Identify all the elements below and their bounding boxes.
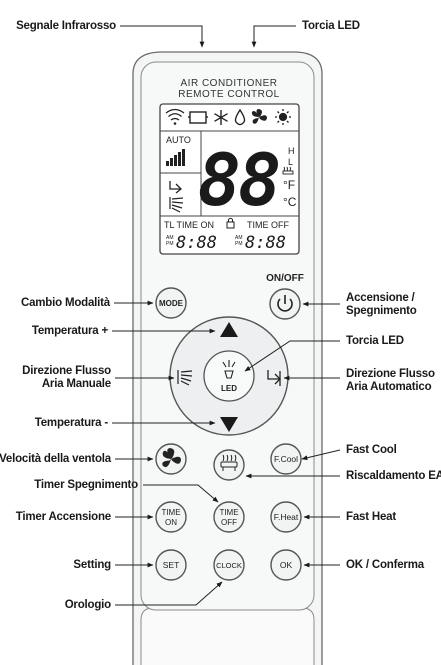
- power-button[interactable]: [269, 288, 301, 320]
- ok-button-label: OK: [280, 560, 293, 570]
- label-cambio-modalita: Cambio Modalità: [20, 297, 110, 309]
- am-label-on: AM: [166, 235, 174, 241]
- label-accensione-line1: Accensione /: [346, 292, 415, 304]
- remote-header-line1: AIR CONDITIONER: [181, 78, 278, 89]
- unit-f: °F: [283, 178, 295, 192]
- snowflake-icon: [214, 110, 228, 125]
- fast-cool-button-label: F.Cool: [274, 454, 298, 464]
- unit-l: L: [288, 157, 293, 167]
- manual-swing-button[interactable]: [177, 370, 193, 386]
- on-off-caption: ON/OFF: [266, 273, 304, 284]
- auto-swing-icon: [169, 181, 182, 194]
- set-button-label: SET: [163, 560, 180, 570]
- time-off-button[interactable]: TIME OFF: [213, 501, 245, 533]
- auto-label: AUTO: [166, 135, 191, 145]
- leader-segnale-infrarosso: [120, 25, 205, 48]
- sun-icon: [275, 109, 291, 125]
- label-timer-accensione: Timer Accensione: [15, 511, 111, 523]
- ok-button[interactable]: OK: [270, 549, 302, 581]
- clock-button-label: CLOCK: [216, 561, 242, 570]
- label-fast-heat: Fast Heat: [346, 511, 396, 523]
- label-accensione-line2: Spegnimento: [346, 305, 417, 317]
- fan-speed-bars-icon: [166, 149, 185, 166]
- temperature-down-button[interactable]: [220, 417, 238, 432]
- label-torcia-led: Torcia LED: [346, 335, 404, 347]
- temperature-digits: 88: [198, 138, 279, 222]
- time-on-label-2: ON: [165, 518, 177, 527]
- unit-c: °C: [283, 195, 297, 209]
- manual-swing-icon: [169, 197, 184, 213]
- label-setting: Setting: [73, 559, 111, 571]
- time-on-label-1: TIME: [161, 508, 180, 517]
- leader-fast-cool: [301, 449, 341, 461]
- clock-on-digits: 8:88: [176, 233, 217, 253]
- tl-time-on-label: TL TIME ON: [164, 220, 214, 230]
- fast-heat-button-label: F.Heat: [274, 512, 299, 522]
- label-direzione-auto: Direzione Flusso Aria Automatico: [346, 368, 435, 394]
- label-timer-spegnimento: Timer Spegnimento: [34, 479, 138, 491]
- label-riscaldamento-ea: Riscaldamento EA: [346, 470, 441, 482]
- time-off-label: TIME OFF: [247, 220, 289, 230]
- mode-button[interactable]: MODE: [155, 287, 187, 319]
- label-torcia-led-top: Torcia LED: [302, 20, 360, 32]
- lock-icon: [226, 217, 235, 229]
- heater-mini-icon: [282, 166, 294, 175]
- label-temperatura-plus: Temperatura +: [31, 325, 108, 337]
- label-fast-cool: Fast Cool: [346, 444, 397, 456]
- leader-torcia-led-top: [251, 25, 296, 48]
- water-drop-icon: [234, 108, 246, 126]
- callout-lines: [112, 25, 341, 606]
- label-direzione-manuale: Direzione Flusso Aria Manuale: [22, 365, 111, 391]
- fast-heat-button[interactable]: F.Heat: [270, 501, 302, 533]
- fan-speed-icon: [162, 448, 181, 468]
- led-button-label: LED: [221, 384, 237, 393]
- remote-header-line2: REMOTE CONTROL: [178, 89, 279, 100]
- clock-button[interactable]: CLOCK: [213, 549, 245, 581]
- label-ok-conferma: OK / Conferma: [346, 559, 424, 571]
- label-segnale-infrarosso: Segnale Infrarosso: [16, 20, 116, 32]
- label-temperatura-minus: Temperatura -: [34, 417, 108, 429]
- fan-speed-button[interactable]: [155, 443, 187, 475]
- fast-cool-button[interactable]: F.Cool: [270, 443, 302, 475]
- label-direzione-manuale-line2: Aria Manuale: [41, 378, 111, 390]
- fan-icon: [251, 109, 267, 124]
- set-button[interactable]: SET: [155, 549, 187, 581]
- remote-bottom-panel: [140, 607, 315, 665]
- label-direzione-auto-line1: Direzione Flusso: [346, 368, 435, 380]
- leader-torcia-led: [244, 340, 340, 372]
- mode-button-label: MODE: [159, 299, 184, 308]
- leader-timer-spegnimento: [143, 484, 219, 503]
- label-accensione: Accensione / Spegnimento: [346, 292, 417, 318]
- unit-h: H: [288, 146, 295, 156]
- time-off-label-1: TIME: [219, 508, 238, 517]
- label-orologio: Orologio: [64, 599, 112, 611]
- lcd-display: AUTO 88 H L °F °C TL TIME: [159, 103, 300, 255]
- torch-icon: [222, 360, 236, 379]
- led-button[interactable]: LED: [221, 360, 237, 393]
- heater-ea-button[interactable]: [213, 449, 245, 481]
- label-direzione-auto-line2: Aria Automatico: [346, 381, 432, 393]
- temperature-up-button[interactable]: [220, 322, 238, 337]
- label-velocita-ventola: Velocità della ventola: [0, 453, 111, 465]
- pm-label-off: PM: [235, 241, 243, 247]
- auto-swing-button[interactable]: [267, 370, 281, 386]
- heater-icon: [220, 454, 238, 471]
- time-off-label-2: OFF: [221, 518, 237, 527]
- wifi-icon: [165, 108, 185, 125]
- clock-off-digits: 8:88: [245, 233, 286, 253]
- time-on-button[interactable]: TIME ON: [155, 501, 187, 533]
- screen-icon: [188, 111, 208, 124]
- leader-orologio: [115, 581, 223, 606]
- power-icon: [277, 295, 293, 312]
- pm-label-on: PM: [166, 241, 174, 247]
- label-direzione-manuale-line1: Direzione Flusso: [22, 365, 111, 377]
- am-label-off: AM: [235, 235, 243, 241]
